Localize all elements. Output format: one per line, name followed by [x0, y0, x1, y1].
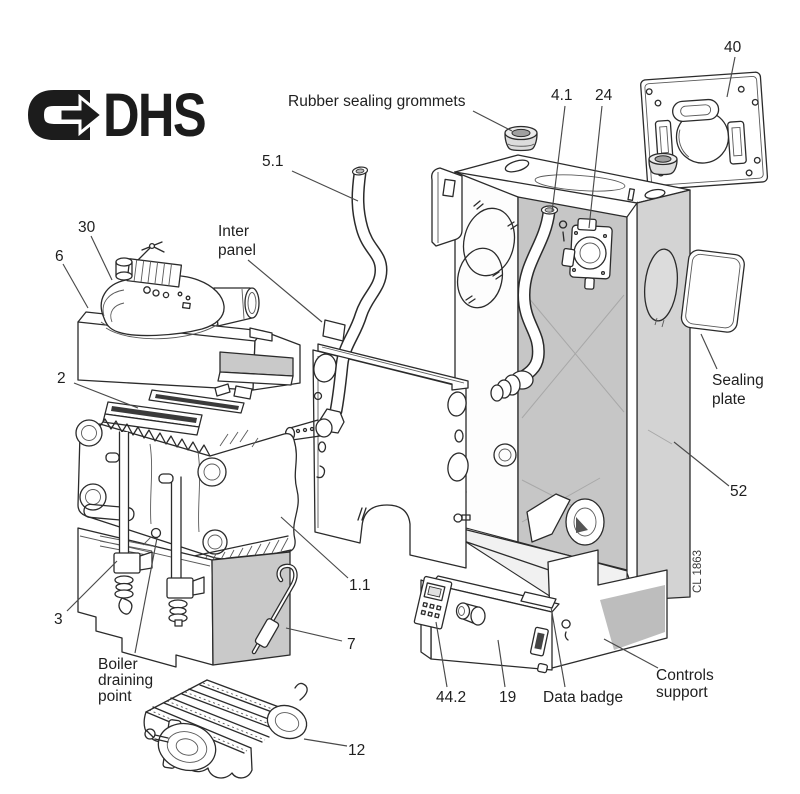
label-boiler-draining-2: draining: [98, 672, 153, 689]
label-44-2: 44.2: [436, 689, 466, 706]
pipe-union-electrode: [284, 408, 345, 442]
burner-right-bell: [266, 704, 308, 740]
control-module-44-2: [413, 575, 453, 630]
label-sealing-plate-2: plate: [712, 391, 746, 408]
rubber-grommet-top: [504, 125, 538, 152]
fin-serration: [99, 418, 211, 457]
dhs-logo: DHS: [28, 81, 207, 149]
label-2: 2: [57, 370, 66, 387]
cabinet-front-right-frame: [626, 201, 638, 601]
venturi-part-inside: [526, 493, 605, 546]
pipe-union-fitting: [490, 370, 534, 402]
flue-oval-opening: [534, 174, 626, 192]
gas-valve-24: [561, 217, 613, 290]
controls-support: [547, 549, 668, 669]
boiler-draining-point-stub: [150, 527, 162, 539]
label-4-1: 4.1: [551, 87, 573, 104]
cabinet-casing-52: [447, 154, 691, 605]
pipe-5-1: [329, 166, 388, 418]
side-oval-opening: [643, 248, 679, 322]
label-6: 6: [55, 248, 64, 265]
igniter-electrode-7: [251, 563, 298, 655]
burner-left-bell: [157, 722, 217, 772]
label-3: 3: [54, 611, 63, 628]
label-52: 52: [730, 483, 747, 500]
support-bar: [317, 319, 469, 391]
baffle-strips-2: [102, 385, 253, 436]
label-5-1: 5.1: [262, 153, 284, 170]
burner-assembly-12: [143, 679, 308, 779]
control-box-19: [413, 575, 560, 674]
sealing-plate: [680, 249, 745, 333]
drain-pipes: [105, 431, 205, 627]
logo-wordmark: DHS: [103, 81, 205, 149]
label-rubber-sealing-grommets: Rubber sealing grommets: [288, 93, 466, 110]
corner-bracket: [431, 167, 463, 247]
label-boiler-draining-1: Boiler: [98, 656, 138, 673]
grommet-hole-top: [504, 159, 530, 173]
leader-lines: [62, 56, 736, 747]
fan-assembly-30: [100, 241, 260, 340]
callout-labels: Rubber sealing grommets 5.1 4.1 24 40 30…: [54, 39, 764, 759]
label-controls-support-1: Controls: [656, 667, 714, 684]
fan-motor: [126, 258, 183, 288]
drawing-reference: CL 1863: [692, 550, 704, 593]
label-24: 24: [595, 87, 613, 104]
drain-slot: [83, 503, 135, 522]
label-19: 19: [499, 689, 516, 706]
heat-exchanger-1-1: [75, 418, 299, 560]
label-data-badge: Data badge: [543, 689, 623, 706]
label-1-1: 1.1: [349, 577, 371, 594]
rubber-grommet-right: [648, 152, 678, 176]
burner-screw: [144, 728, 169, 743]
label-boiler-draining-3: point: [98, 688, 132, 705]
pipe-4-1: [490, 205, 568, 402]
label-inter-panel-1: Inter: [218, 223, 249, 240]
inter-panel: [312, 349, 471, 569]
control-knob: [455, 602, 486, 626]
data-badge-plate: [520, 591, 557, 609]
label-controls-support-2: support: [656, 684, 708, 701]
label-inter-panel-2: panel: [218, 242, 256, 259]
label-40: 40: [724, 39, 742, 56]
label-sealing-plate-1: Sealing: [712, 372, 764, 389]
label-12: 12: [348, 742, 365, 759]
label-30: 30: [78, 219, 96, 236]
valve-screw: [558, 220, 568, 242]
power-rocker-switch: [529, 626, 549, 657]
logo-arrow-icon: [58, 93, 105, 137]
logo-bracket-shape: [28, 90, 90, 140]
label-7: 7: [347, 636, 356, 653]
